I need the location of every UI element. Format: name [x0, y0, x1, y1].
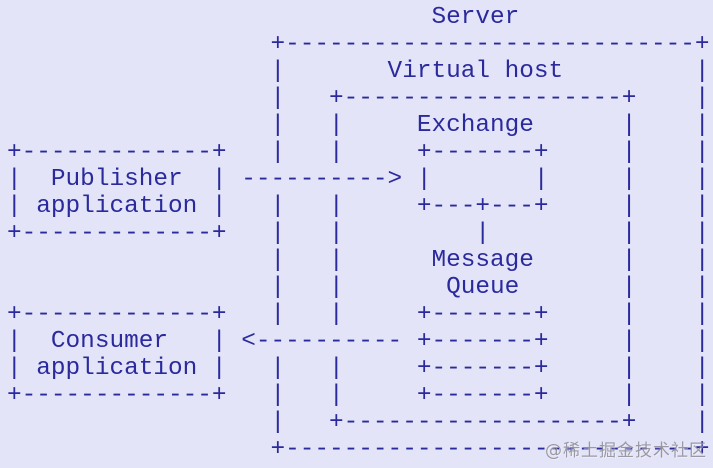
ascii-architecture-diagram: Server +----------------------------+ | … [7, 4, 710, 463]
diagram-canvas: Server +----------------------------+ | … [7, 4, 710, 463]
